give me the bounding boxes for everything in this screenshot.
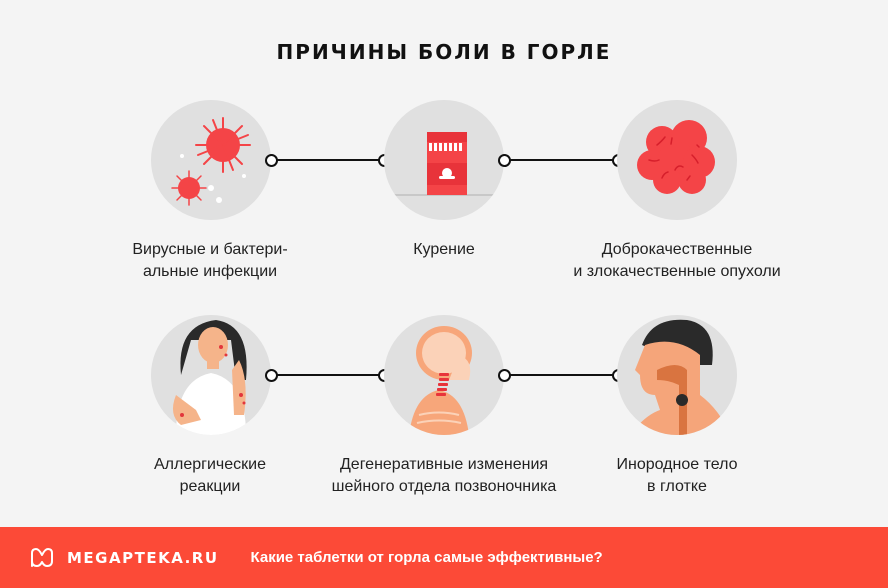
page-title: ПРИЧИНЫ БОЛИ В ГОРЛЕ xyxy=(276,40,612,64)
cigarette-pack-icon xyxy=(384,100,504,220)
article-link[interactable]: Какие таблетки от горла самые эффективны… xyxy=(250,549,603,566)
connector-line xyxy=(275,374,383,376)
cause-label-spine: Дегенеративные изменения шейного отдела … xyxy=(331,456,557,495)
foreign-body-throat-icon xyxy=(617,315,737,435)
virus-icon xyxy=(151,100,271,220)
allergy-woman-icon xyxy=(151,315,271,435)
connector-line xyxy=(508,159,617,161)
megapteka-logo-icon[interactable] xyxy=(29,547,55,569)
cause-label-smoking: Курение xyxy=(413,241,475,258)
connector-node xyxy=(265,369,278,382)
cervical-spine-icon xyxy=(384,315,504,435)
connector-node xyxy=(498,369,511,382)
connector-line xyxy=(275,159,383,161)
connector-line xyxy=(508,374,617,376)
cause-label-allergy: Аллергические реакции xyxy=(154,456,266,495)
cause-label-tumors: Доброкачественные и злокачественные опух… xyxy=(573,241,781,280)
cause-label-foreign-body: Инородное тело в глотке xyxy=(616,456,738,495)
connector-node xyxy=(498,154,511,167)
footer-bar: MEGAPTEKA.RU Какие таблетки от горла сам… xyxy=(0,527,888,588)
brand-name[interactable]: MEGAPTEKA.RU xyxy=(67,548,219,567)
connector-node xyxy=(265,154,278,167)
cause-label-viral: Вирусные и бактери- альные инфекции xyxy=(132,241,288,280)
tumor-icon xyxy=(617,100,737,220)
